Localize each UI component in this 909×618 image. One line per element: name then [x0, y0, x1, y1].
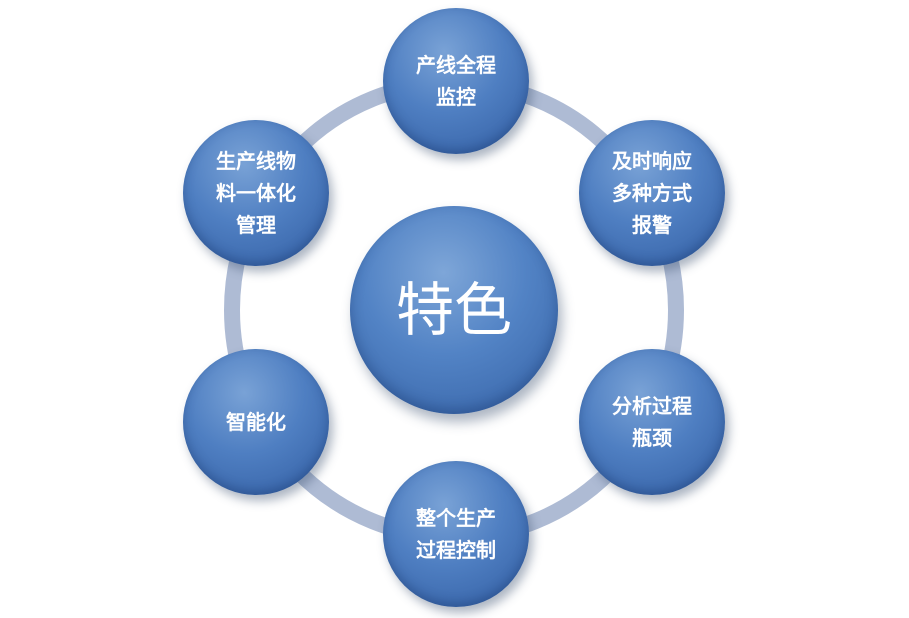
node-material: 生产线物 料一体化 管理 — [183, 120, 329, 266]
center-node: 特色 — [350, 206, 558, 414]
node-label: 及时响应 多种方式 报警 — [612, 149, 692, 237]
node-bottleneck: 分析过程 瓶颈 — [579, 349, 725, 495]
node-control: 整个生产 过程控制 — [383, 461, 529, 607]
node-monitor: 产线全程 监控 — [383, 8, 529, 154]
node-label: 产线全程 监控 — [416, 53, 496, 109]
node-label: 生产线物 料一体化 管理 — [216, 149, 296, 237]
node-intelligent: 智能化 — [183, 349, 329, 495]
node-label: 智能化 — [226, 410, 286, 434]
node-label: 分析过程 瓶颈 — [612, 394, 692, 450]
center-label: 特色 — [395, 276, 512, 344]
node-alarm: 及时响应 多种方式 报警 — [579, 120, 725, 266]
node-label: 整个生产 过程控制 — [416, 506, 496, 562]
